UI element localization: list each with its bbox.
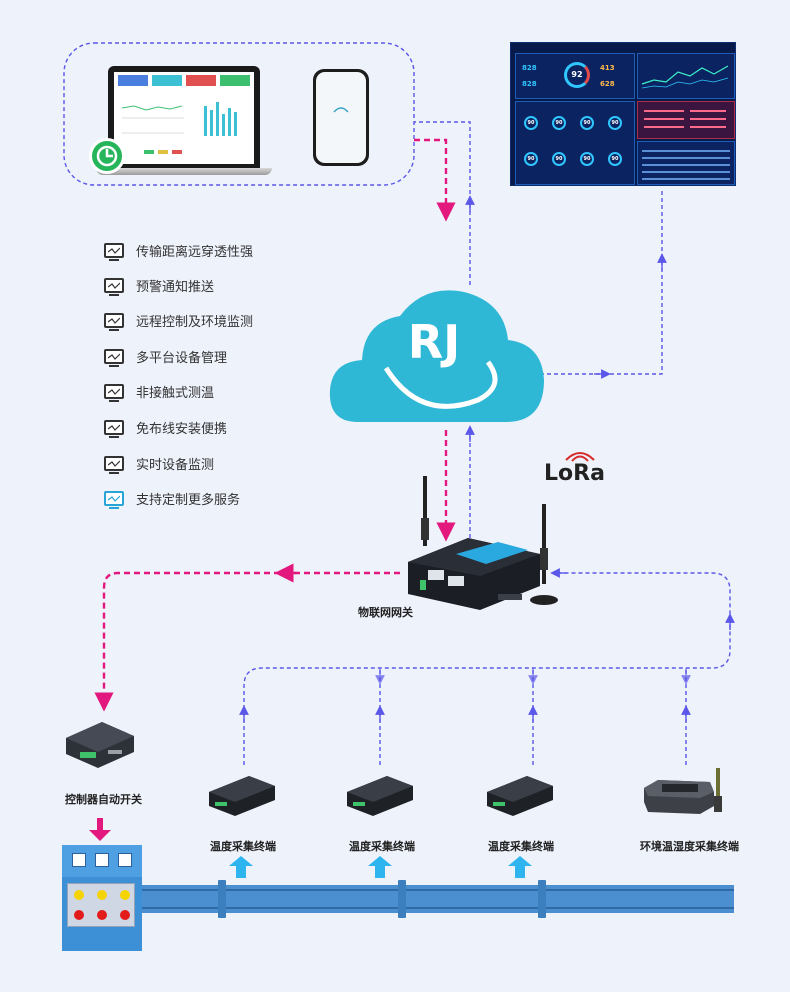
lora-signal-icon: [565, 452, 595, 462]
sensor-up-arrow-icon: [229, 856, 253, 878]
feature-text: 免布线安装便携: [136, 421, 228, 437]
feature-text: 实时设备监测: [136, 457, 215, 473]
laptop-card-2: [152, 75, 182, 86]
dash-value-2: 413: [600, 64, 615, 72]
feature-item: 远程控制及环境监测: [104, 308, 253, 332]
clock-icon: [89, 138, 125, 174]
iot-gateway-icon: [408, 476, 558, 610]
gateway-label: 物联网网关: [358, 606, 413, 619]
temperature-terminal-label-2: 温度采集终端: [349, 840, 415, 853]
feature-item: 非接触式测温: [104, 379, 214, 403]
laptop-base: [96, 168, 272, 175]
indicator-light-yellow: [97, 890, 107, 900]
indicator-light-red: [74, 910, 84, 920]
pipeline: [142, 885, 734, 913]
dash-table-rows-icon: [642, 150, 730, 180]
indicator-light-red: [120, 910, 130, 920]
monitor-icon: [104, 312, 124, 331]
dash-trend-chart-icon: [641, 65, 729, 89]
controller-switch-device-icon: [66, 722, 134, 768]
monitor-icon: [104, 419, 124, 438]
feature-item: 支持定制更多服务: [104, 486, 240, 510]
feature-text: 多平台设备管理: [136, 350, 228, 366]
monitor-icon: [104, 242, 124, 261]
path-cloud-to-dashboard: [540, 188, 663, 375]
cloud-platform-icon: RJ: [329, 290, 544, 422]
environment-terminal-label: 环境温湿度采集终端: [640, 840, 739, 853]
dash-panel-table: [637, 141, 735, 185]
laptop-chart-icon: [121, 102, 237, 154]
feature-text: 非接触式测温: [136, 385, 215, 401]
sensor-up-arrow-icon: [368, 856, 392, 878]
pipe-edge-bottom: [142, 907, 734, 909]
laptop-screen-content: [114, 72, 254, 164]
phone-icon: [313, 69, 369, 166]
feature-item: 免布线安装便携: [104, 415, 227, 439]
pipe-joint: [218, 880, 226, 918]
monitor-icon: [104, 383, 124, 402]
monitor-icon: [104, 455, 124, 474]
path-gateway-to-controller: [94, 571, 400, 712]
phone-app-logo-icon: [333, 107, 349, 113]
indicator-light-yellow: [74, 890, 84, 900]
cabinet-window: [95, 853, 109, 867]
monitor-icon: [104, 348, 124, 367]
feature-item: 传输距离远穿透性强: [104, 238, 253, 262]
cabinet-window: [118, 853, 132, 867]
laptop-card-4: [220, 75, 250, 86]
dash-value-3: 828: [522, 80, 537, 88]
monitor-icon: [104, 490, 124, 509]
monitoring-dashboard: 828 828 92 413 628 90 90 90 90 90 90 90 …: [510, 42, 736, 186]
temperature-terminal-label-1: 温度采集终端: [210, 840, 276, 853]
indicator-light-red: [97, 910, 107, 920]
cabinet-window: [72, 853, 86, 867]
temperature-sensor-icon: [487, 776, 553, 816]
laptop-icon: [108, 66, 260, 168]
arrow-controller-to-switch-head: [89, 830, 111, 841]
laptop-card-3: [186, 75, 216, 86]
switch-panel: [67, 883, 135, 927]
controller-label: 控制器自动开关: [65, 793, 142, 806]
temperature-terminal-label-3: 温度采集终端: [488, 840, 554, 853]
path-terminals-to-gateway: [243, 572, 731, 765]
dash-panel-alerts: [637, 101, 735, 139]
laptop-card-1: [118, 75, 148, 86]
feature-text: 传输距离远穿透性强: [136, 244, 254, 260]
feature-item: 多平台设备管理: [104, 344, 227, 368]
path-clients-to-cloud: [414, 138, 456, 222]
indicator-light-yellow: [120, 890, 130, 900]
dash-panel-overview: 828 828 92 413 628: [515, 53, 635, 99]
cloud-logo-text: RJ: [408, 315, 461, 369]
dash-panel-sensors: 90 90 90 90 90 90 90 90: [515, 101, 635, 185]
sensor-up-arrow-icon: [508, 856, 532, 878]
monitor-icon: [104, 277, 124, 296]
dash-main-gauge: 92: [564, 62, 590, 88]
dash-panel-trend: [637, 53, 735, 99]
switch-cabinet: [62, 845, 142, 951]
dash-value-4: 628: [600, 80, 615, 88]
temperature-sensor-icon: [209, 776, 275, 816]
feature-item: 实时设备监测: [104, 451, 214, 475]
cabinet-top: [62, 845, 142, 877]
pipe-joint: [398, 880, 406, 918]
temperature-sensor-icon: [347, 776, 413, 816]
environment-sensor-icon: [644, 768, 722, 814]
path-cloud-to-clients: [414, 121, 471, 285]
phone-screen: [316, 72, 366, 163]
feature-text: 远程控制及环境监测: [136, 314, 254, 330]
feature-text: 预警通知推送: [136, 279, 215, 295]
dash-value-1: 828: [522, 64, 537, 72]
feature-text: 支持定制更多服务: [136, 492, 241, 508]
feature-item: 预警通知推送: [104, 273, 214, 297]
pipe-edge-top: [142, 889, 734, 891]
dash-alert-rows-icon: [644, 110, 726, 128]
lora-logo: LoRa: [544, 461, 605, 486]
pipe-joint: [538, 880, 546, 918]
client-platform-frame: [63, 42, 415, 186]
